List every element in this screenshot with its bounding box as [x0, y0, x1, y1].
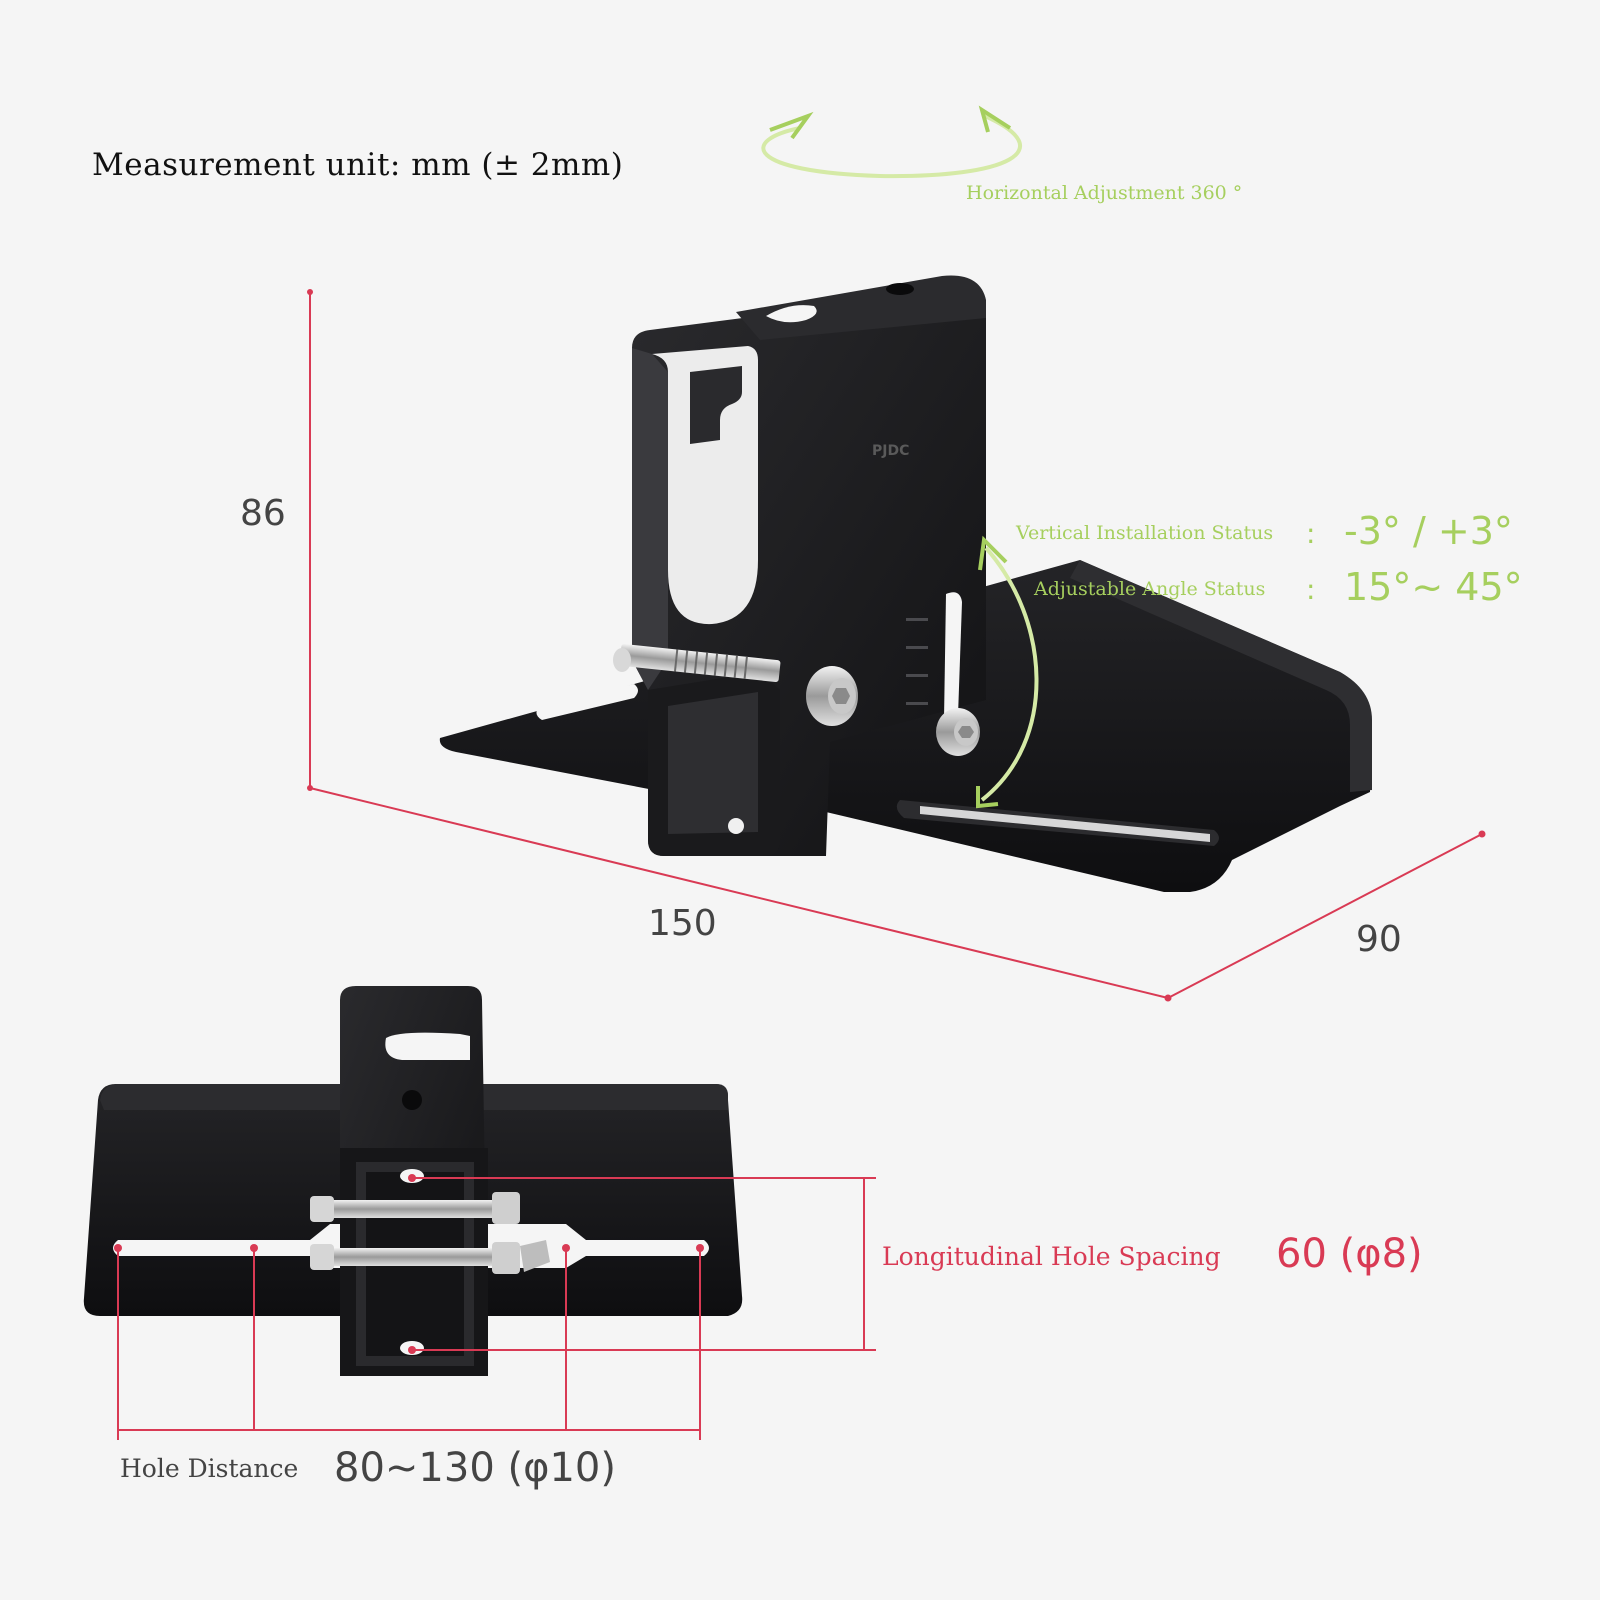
vertical-installation-value: -3° / +3°	[1344, 509, 1513, 553]
horizontal-adjustment-label: Horizontal Adjustment 360 °	[966, 182, 1243, 204]
horizontal-rotation-arrow-icon	[761, 105, 1022, 179]
lower-hole	[728, 818, 744, 834]
upright-window	[652, 346, 758, 625]
vertical-installation-separator: :	[1306, 517, 1316, 550]
top-slot	[766, 305, 817, 323]
adjustable-angle-value: 15°~ 45°	[1344, 565, 1523, 609]
adjustable-angle-label: Adjustable Angle Status	[1034, 578, 1266, 600]
upright-top	[736, 275, 986, 340]
longitudinal-hole-spacing-value: 60 (φ8)	[1276, 1231, 1423, 1277]
dimension-depth-label: 90	[1356, 919, 1402, 960]
longitudinal-hole-spacing-label: Longitudinal Hole Spacing	[882, 1242, 1221, 1271]
base-plate-lip	[1070, 560, 1372, 792]
top-hole	[886, 283, 914, 295]
angle-ticks	[906, 618, 928, 705]
base-plate	[439, 560, 1370, 892]
bolt-head-rear	[936, 708, 980, 756]
dimension-lines-top-view	[114, 1174, 876, 1440]
bracket-main-view	[439, 275, 1372, 892]
adjustable-angle-separator: :	[1306, 573, 1316, 606]
angle-slot	[944, 592, 962, 723]
dim-line-length	[309, 787, 1169, 999]
dimension-length-label: 150	[648, 903, 717, 944]
top-view-screws	[310, 1192, 550, 1274]
dim-line-depth	[1167, 833, 1483, 999]
hole-distance-label: Hole Distance	[120, 1454, 299, 1483]
base-slot-left	[536, 684, 638, 720]
dimension-lines-main	[307, 289, 1486, 1002]
hole-distance-value: 80~130 (φ10)	[334, 1445, 616, 1491]
bolt-head-front	[806, 666, 858, 726]
vertical-angle-arrow-icon	[976, 535, 1039, 809]
vertical-installation-label: Vertical Installation Status	[1016, 522, 1274, 544]
brand-mark: PJDC	[872, 443, 910, 459]
measurement-unit-note: Measurement unit: mm (± 2mm)	[92, 147, 624, 183]
threaded-bolt	[613, 643, 781, 683]
dimension-height-label: 86	[240, 493, 286, 534]
